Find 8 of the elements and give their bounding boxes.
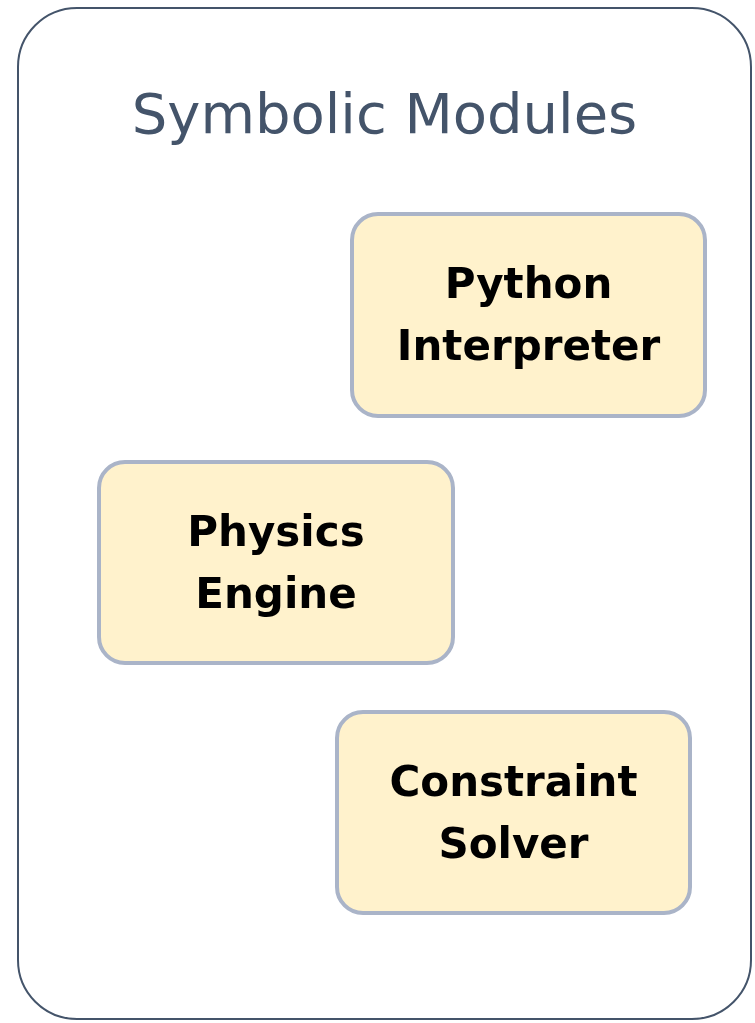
- group-panel: [17, 7, 752, 1020]
- group-title: Symbolic Modules: [130, 81, 639, 146]
- module-label: Constraint Solver: [388, 755, 639, 870]
- module-label: Python Interpreter: [395, 258, 662, 372]
- module-label: Physics Engine: [186, 505, 366, 620]
- module-box: [97, 460, 455, 665]
- module-box: [350, 212, 707, 418]
- module-box: [335, 710, 692, 915]
